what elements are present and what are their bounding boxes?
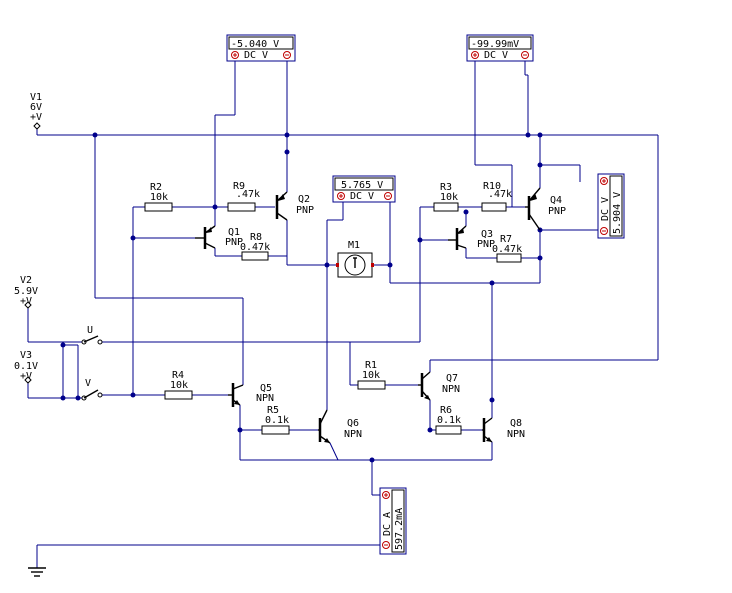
supply-v3-value: 0.1V <box>14 361 38 372</box>
motor-m1-name: M1 <box>348 240 360 251</box>
transistor-q6-type: NPN <box>344 429 362 440</box>
supply-v2: V2 5.9V +V <box>14 275 38 309</box>
supply-v3-terminal <box>24 376 32 384</box>
meter-side-voltmeter: DC V 5.904 V <box>597 173 625 239</box>
transistor-q8: Q8 NPN <box>482 417 525 443</box>
resistor-r7-value: 0.47k <box>492 244 522 255</box>
transistor-q6-name: Q6 <box>347 418 359 429</box>
resistor-r3-value: 10k <box>440 192 458 203</box>
transistor-q7-type: NPN <box>442 384 460 395</box>
transistor-q8-type: NPN <box>507 429 525 440</box>
resistor-r3-name: R3 <box>440 182 452 193</box>
supply-v2-terminal <box>24 301 32 309</box>
switch-v-label: V <box>85 378 91 389</box>
supply-v1: V1 6V +V <box>30 92 42 130</box>
transistor-q1-name: Q1 <box>228 227 240 238</box>
switch-u[interactable]: U <box>81 325 103 345</box>
transistor-q3-type: PNP <box>477 239 495 250</box>
meter-right-reading: -99.99mV <box>471 39 519 50</box>
transistor-q8-name: Q8 <box>510 418 522 429</box>
meter-side-mode: DC V <box>600 197 611 221</box>
meter-center-reading: 5.765 V <box>341 180 383 191</box>
transistor-q2-type: PNP <box>296 205 314 216</box>
supply-v1-name: V1 <box>30 92 42 103</box>
resistor-r2: R2 10k <box>144 182 173 212</box>
supply-v3: V3 0.1V +V <box>14 350 38 384</box>
resistor-r8-name: R8 <box>250 232 262 243</box>
supply-v3-name: V3 <box>20 350 32 361</box>
switch-v[interactable]: V <box>81 378 103 401</box>
resistor-r1-name: R1 <box>365 360 377 371</box>
meter-left-voltmeter: -5.040 V DC V <box>226 34 296 62</box>
resistor-r6-value: 0.1k <box>437 415 461 426</box>
transistor-q5-name: Q5 <box>260 383 272 394</box>
meter-ammeter-mode: DC A <box>382 512 393 536</box>
supply-v2-sign: +V <box>20 296 32 307</box>
resistor-r6: R6 0.1k <box>435 405 462 435</box>
transistor-q4-type: PNP <box>548 206 566 217</box>
transistor-q1-type: PNP <box>225 237 243 248</box>
ground-icon <box>28 567 46 577</box>
meter-right-mode: DC V <box>484 50 508 61</box>
resistor-r9-value: .47k <box>236 189 260 200</box>
resistor-r10: R10 .47k <box>481 181 512 212</box>
transistor-q6: Q6 NPN <box>318 409 362 444</box>
wires <box>27 60 659 568</box>
resistor-r2-name: R2 <box>150 182 162 193</box>
meter-ammeter-reading: 597.2mA <box>394 508 405 550</box>
resistor-r3: R3 10k <box>433 182 459 212</box>
meter-left-reading: -5.040 V <box>231 39 279 50</box>
transistor-q7-name: Q7 <box>446 373 458 384</box>
resistor-r1-value: 10k <box>362 370 380 381</box>
resistor-r5: R5 0.1k <box>261 405 290 435</box>
resistor-r10-name: R10 <box>483 181 501 192</box>
resistor-r4: R4 10k <box>164 370 193 400</box>
transistor-q5: Q5 NPN <box>228 383 274 407</box>
resistor-r1: R1 10k <box>357 360 386 390</box>
meter-ammeter: DC A 597.2mA <box>379 487 407 555</box>
meter-center-mode: DC V <box>350 191 374 202</box>
transistor-q4-name: Q4 <box>550 195 562 206</box>
meter-center-voltmeter: 5.765 V DC V <box>332 175 396 203</box>
resistor-r8: R8 0.47k <box>240 232 270 261</box>
resistor-r7-name: R7 <box>500 234 512 245</box>
transistor-q1: Q1 PNP <box>195 225 243 249</box>
transistor-q5-type: NPN <box>256 393 274 404</box>
resistor-r10-value: .47k <box>488 189 512 200</box>
transistor-q3-name: Q3 <box>481 229 493 240</box>
supply-v2-name: V2 <box>20 275 32 286</box>
resistor-r4-name: R4 <box>172 370 184 381</box>
meter-side-reading: 5.904 V <box>612 192 623 234</box>
resistor-r4-value: 10k <box>170 380 188 391</box>
resistor-r9-name: R9 <box>233 181 245 192</box>
supply-v1-sign: +V <box>30 112 42 123</box>
motor-m1: M1 <box>336 240 374 278</box>
transistor-q7: Q7 NPN <box>418 371 460 401</box>
junction-dots <box>60 132 543 463</box>
resistor-r2-value: 10k <box>150 192 168 203</box>
resistor-r8-value: 0.47k <box>240 242 270 253</box>
resistor-r5-value: 0.1k <box>265 415 289 426</box>
transistor-q2: Q2 PNP <box>275 191 314 221</box>
meter-left-mode: DC V <box>244 50 268 61</box>
supply-v2-value: 5.9V <box>14 286 38 297</box>
resistor-r7: R7 0.47k <box>492 234 522 263</box>
resistor-r9: R9 .47k <box>227 181 260 212</box>
transistor-q2-name: Q2 <box>298 194 310 205</box>
resistor-r6-name: R6 <box>440 405 452 416</box>
supply-v3-sign: +V <box>20 371 32 382</box>
transistor-q3: Q3 PNP <box>448 225 495 250</box>
meter-right-voltmeter: -99.99mV DC V <box>466 34 534 62</box>
resistor-r5-name: R5 <box>267 405 279 416</box>
transistor-q4: Q4 PNP <box>525 187 566 231</box>
supply-v1-terminal <box>33 122 41 130</box>
switch-u-label: U <box>87 325 93 336</box>
supply-v1-value: 6V <box>30 102 42 113</box>
